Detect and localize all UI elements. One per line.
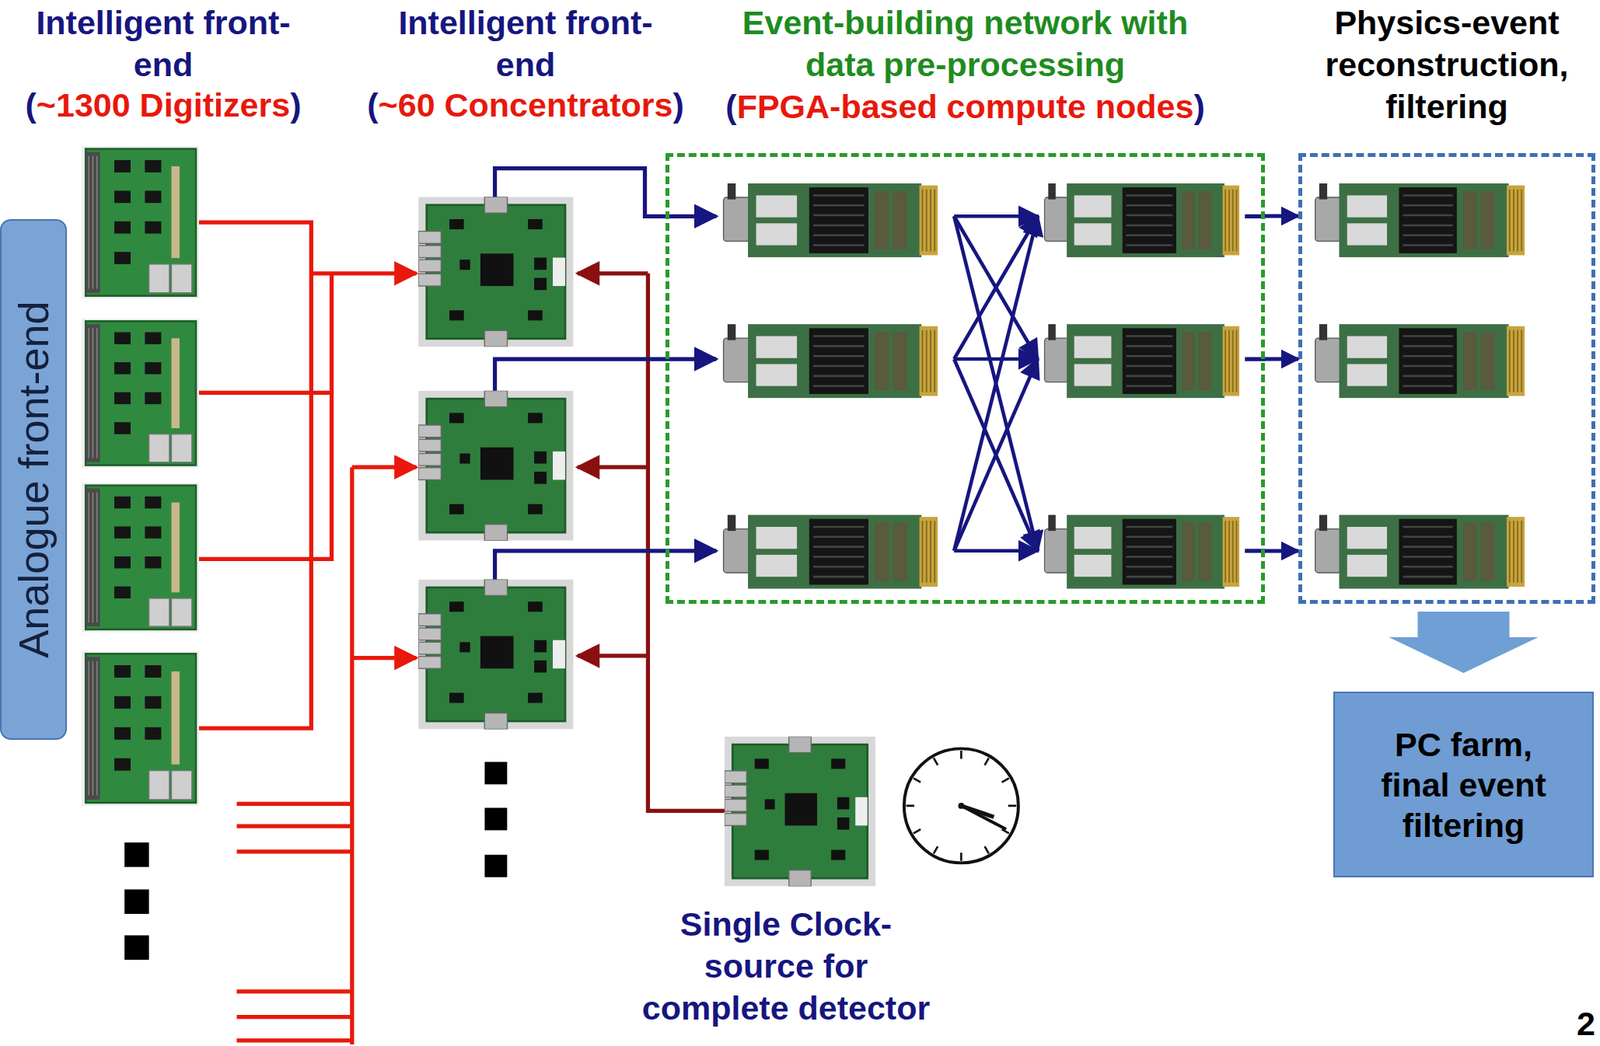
clock-board: Single Clock-source for complete detecto…	[622, 737, 950, 1033]
wire-arrow	[577, 653, 649, 658]
fpga-card	[1041, 175, 1246, 266]
bracket: )	[672, 86, 684, 124]
mesh-arrow	[953, 216, 1038, 552]
wire-arrow	[495, 359, 717, 392]
node-text: (FPGA-based compute nodes)	[665, 85, 1265, 128]
fpga-card	[719, 506, 944, 598]
bracket: )	[289, 86, 301, 124]
mesh-arrow	[953, 214, 1038, 219]
mesh-arrow	[953, 216, 1038, 360]
process-box: PC farm, final event filtering	[1333, 691, 1594, 878]
wire-arrow	[577, 271, 649, 276]
digitizer-board	[81, 146, 200, 300]
node-text: Analogue front-end	[9, 300, 58, 658]
side-band: Analogue front-end	[0, 219, 67, 741]
clock-wires	[577, 273, 725, 812]
fpga-card	[719, 316, 944, 407]
wire-arrow	[310, 271, 416, 276]
fpga-card	[1041, 316, 1246, 407]
ellipsis-dot	[124, 890, 150, 916]
column-heading: Intelligent front-end	[393, 1, 658, 86]
wire	[329, 273, 334, 394]
clock-icon	[904, 748, 1019, 863]
fpga-card	[1311, 316, 1531, 407]
column-heading: (~60 Concentrators)	[338, 83, 713, 126]
ellipsis-dot	[124, 842, 150, 868]
wire	[199, 222, 311, 729]
highlight: FPGA-based compute nodes	[737, 87, 1195, 126]
column-heading: (~1300 Digitizers)	[0, 83, 327, 126]
wire-stubs	[237, 803, 353, 1042]
clock-hand	[960, 806, 1007, 830]
compute-cards	[719, 175, 1531, 598]
fpga-card	[1311, 506, 1531, 598]
group-frame: Physics-event reconstruction, filtering	[1298, 0, 1596, 605]
dashed-frame	[1298, 153, 1596, 605]
data-wires	[199, 222, 417, 1045]
wire	[349, 467, 354, 1045]
bracket: (	[725, 87, 737, 126]
node-text: PC farm, final event filtering	[1366, 724, 1562, 846]
clock-pin	[957, 803, 965, 810]
fpga-card	[1041, 506, 1246, 598]
node-text: Physics-event reconstruction, filtering	[1314, 1, 1580, 128]
wire-arrow	[577, 465, 649, 470]
clock-hand	[960, 806, 994, 818]
concentrator-board	[418, 196, 574, 347]
fpga-card	[1311, 175, 1531, 266]
bracket: (	[25, 86, 37, 124]
mesh-arrow	[953, 548, 1038, 553]
dashed-frame	[665, 153, 1265, 605]
connector-arrow	[1264, 549, 1299, 554]
network-wires	[495, 168, 1266, 580]
concentrator-board	[418, 579, 574, 731]
concentrator-board	[418, 391, 574, 542]
ellipsis-marks	[124, 761, 507, 961]
column-heading: Intelligent front-end	[31, 1, 296, 86]
mesh-arrow	[953, 216, 1038, 552]
switch-mesh	[953, 216, 1038, 552]
digitizer-boards	[81, 146, 200, 807]
ellipsis-dot	[484, 855, 507, 878]
wire-arrow	[495, 551, 717, 580]
digitizer-board	[81, 482, 200, 633]
clock-board	[724, 737, 876, 888]
wire-arrow	[352, 656, 417, 661]
highlight: ~60 Concentrators	[378, 86, 674, 124]
digitizer-board	[81, 650, 200, 806]
page-number: 2	[1564, 1002, 1596, 1045]
wire	[647, 273, 724, 812]
ellipsis-dot	[484, 808, 507, 832]
ellipsis-dot	[124, 936, 150, 961]
digitizer-board	[81, 318, 200, 469]
node-text: Event-building network with data pre-pro…	[716, 1, 1215, 86]
wire	[199, 392, 332, 559]
connector-arrow	[1389, 611, 1539, 674]
clock-ticks	[906, 751, 1017, 862]
mesh-arrow	[953, 357, 1038, 362]
mesh-arrow	[953, 216, 1038, 360]
clock-face	[904, 748, 1019, 863]
fpga-card	[719, 175, 944, 266]
bracket: )	[1193, 87, 1205, 126]
node-text: Single Clock-source for complete detecto…	[634, 903, 938, 1030]
connector-arrow	[1264, 357, 1299, 362]
connector-arrow	[1264, 214, 1299, 219]
highlight: ~1300 Digitizers	[36, 86, 290, 124]
ellipsis-dot	[484, 761, 507, 785]
wire-arrow	[495, 168, 717, 217]
mesh-arrow	[953, 359, 1038, 552]
bracket: (	[366, 86, 378, 124]
group-frame: Event-building network with data pre-pro…	[665, 0, 1265, 605]
wire-arrow	[352, 465, 417, 470]
